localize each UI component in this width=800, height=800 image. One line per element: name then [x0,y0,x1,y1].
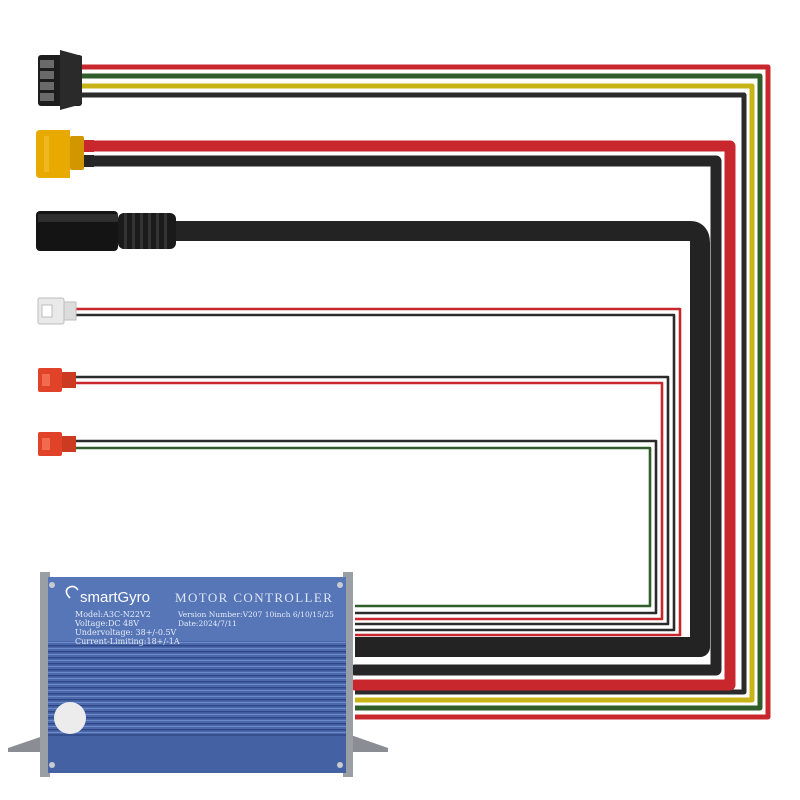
spec-date: Date:2024/7/11 [178,619,237,628]
wire-black-thin [80,92,747,695]
wire-yellow [80,83,755,703]
xt60-power-wires [74,140,736,691]
spec-version: Version Number:V207 10inch 6/10/15/25 [177,610,334,619]
brand-name: smartGyro [80,589,150,606]
power-wire-black [74,155,722,676]
spec-current: Current-Limiting:18+/-1A [75,637,180,646]
wire-green-outer [80,73,763,711]
product-title: MOTOR CONTROLLER [175,590,333,605]
round-display-connector-icon [36,211,176,251]
jst-2pin-red-connector-icon [38,368,76,392]
jst-sm-4pin-connector-icon [38,50,82,110]
spec-model: Model:A3C-N22V2 [75,610,151,619]
wire-red-jst1-red [75,381,664,621]
wire-red-outer [80,64,771,720]
wire-red-jst2-black [75,439,658,615]
spec-voltage: Voltage:DC 48V [74,619,139,628]
sm-connector-wires [80,64,771,720]
jst-2pin-red-connector-icon [38,432,76,456]
wire-red-jst1-black [75,375,670,626]
display-cable [170,221,710,657]
xt60-connector-icon [36,130,94,178]
power-wire-red [74,140,736,691]
wire-white-jst-red [75,307,682,637]
brand-logo-icon [65,585,79,599]
spec-undervoltage: Undervoltage: 38+/-0.5V [75,628,177,637]
jst-2pin-white-connector-icon [37,297,77,325]
round-sticker [54,702,86,734]
signal-wires [75,307,682,637]
wire-red-jst2-green [75,446,652,608]
wire-white-jst-black [75,313,676,632]
controller-housing: smartGyro MOTOR CONTROLLER Model:A3C-N22… [8,572,388,777]
mount-flange-right [345,733,388,752]
